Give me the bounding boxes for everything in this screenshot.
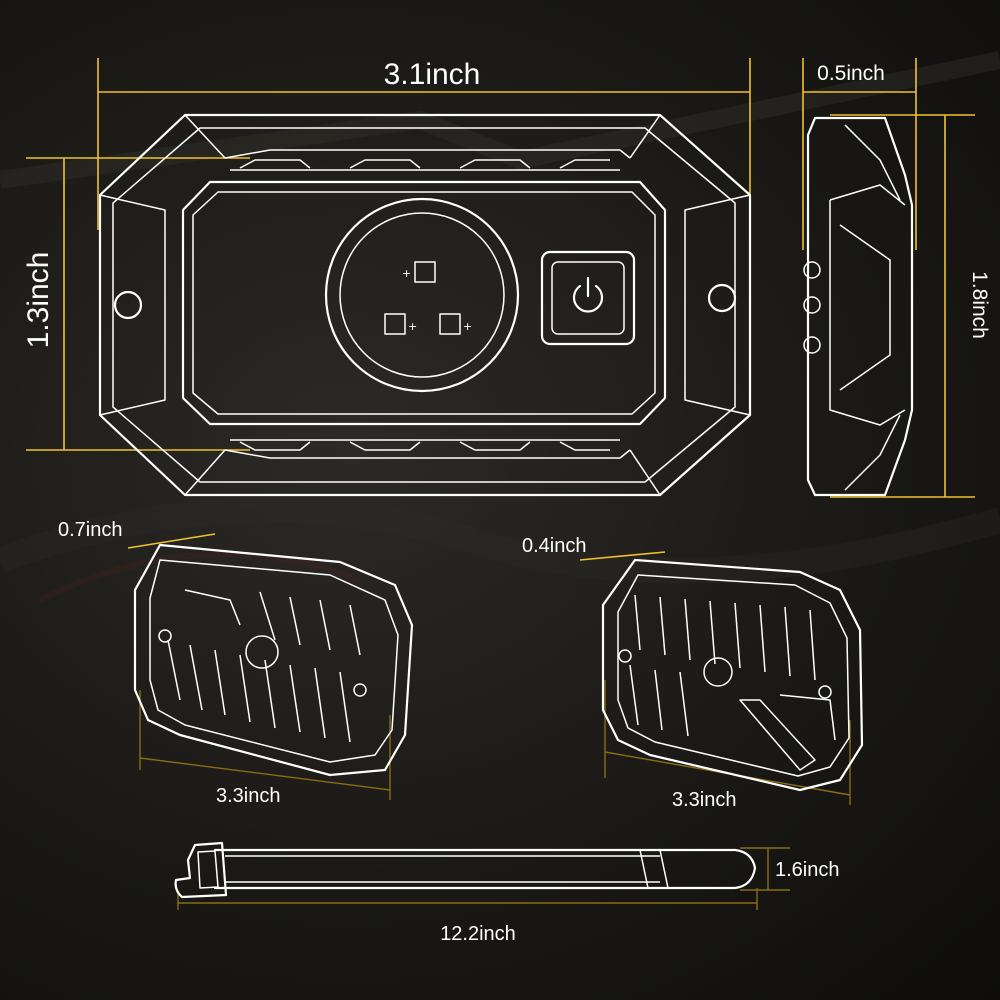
led-marker-right: + xyxy=(463,320,472,333)
angled-view-right: 0.4inch 3.3inch xyxy=(522,535,864,811)
front-inner-panel xyxy=(181,180,667,426)
strap-length-label: 12.2inch xyxy=(440,923,516,945)
side-height-dimension: 1.8inch xyxy=(830,114,991,498)
left-housing-outline xyxy=(133,543,414,777)
strap-buckle xyxy=(174,841,228,899)
left-thickness-label: 0.7inch xyxy=(58,519,123,541)
strap-width-label: 1.6inch xyxy=(775,859,840,881)
right-housing-outline xyxy=(601,558,864,792)
front-view: 3.1inch 1.3inch xyxy=(22,58,752,497)
front-height-label: 1.3inch xyxy=(22,252,55,349)
strap-body xyxy=(213,848,757,890)
right-length-label: 3.3inch xyxy=(672,789,737,811)
right-length-dimension: 3.3inch xyxy=(604,680,851,811)
led-marker-top: + xyxy=(402,267,411,280)
strap-length-dimension: 12.2inch xyxy=(177,888,758,945)
left-thickness-dimension: 0.7inch xyxy=(58,519,216,549)
side-housing-outline xyxy=(806,116,914,497)
front-width-dimension: 3.1inch xyxy=(97,58,751,230)
led-lens: + + + xyxy=(324,197,520,393)
background-texture xyxy=(0,51,1000,603)
side-view: 0.5inch 1.8inch xyxy=(802,58,991,498)
side-depth-label: 0.5inch xyxy=(817,62,885,85)
front-width-label: 3.1inch xyxy=(384,58,481,91)
led-chip-left xyxy=(384,313,406,335)
led-chip-right xyxy=(439,313,461,335)
strap-width-dimension: 1.6inch xyxy=(740,847,840,891)
power-icon xyxy=(572,276,604,313)
angled-view-left: 0.7inch 3.3inch xyxy=(58,519,414,807)
front-height-dimension: 1.3inch xyxy=(22,157,250,451)
right-thickness-label: 0.4inch xyxy=(522,535,587,557)
led-chip-top xyxy=(414,261,436,283)
right-mounting-hole xyxy=(707,283,737,313)
power-button[interactable] xyxy=(540,250,636,346)
left-length-label: 3.3inch xyxy=(216,785,281,807)
front-housing-outline xyxy=(98,113,752,497)
right-thickness-dimension: 0.4inch xyxy=(522,535,666,561)
strap: 12.2inch 1.6inch xyxy=(174,841,840,945)
left-mounting-hole xyxy=(113,290,143,320)
side-height-label: 1.8inch xyxy=(968,271,991,339)
side-depth-dimension: 0.5inch xyxy=(802,58,917,250)
left-length-dimension: 3.3inch xyxy=(139,690,391,807)
led-marker-left: + xyxy=(408,320,417,333)
